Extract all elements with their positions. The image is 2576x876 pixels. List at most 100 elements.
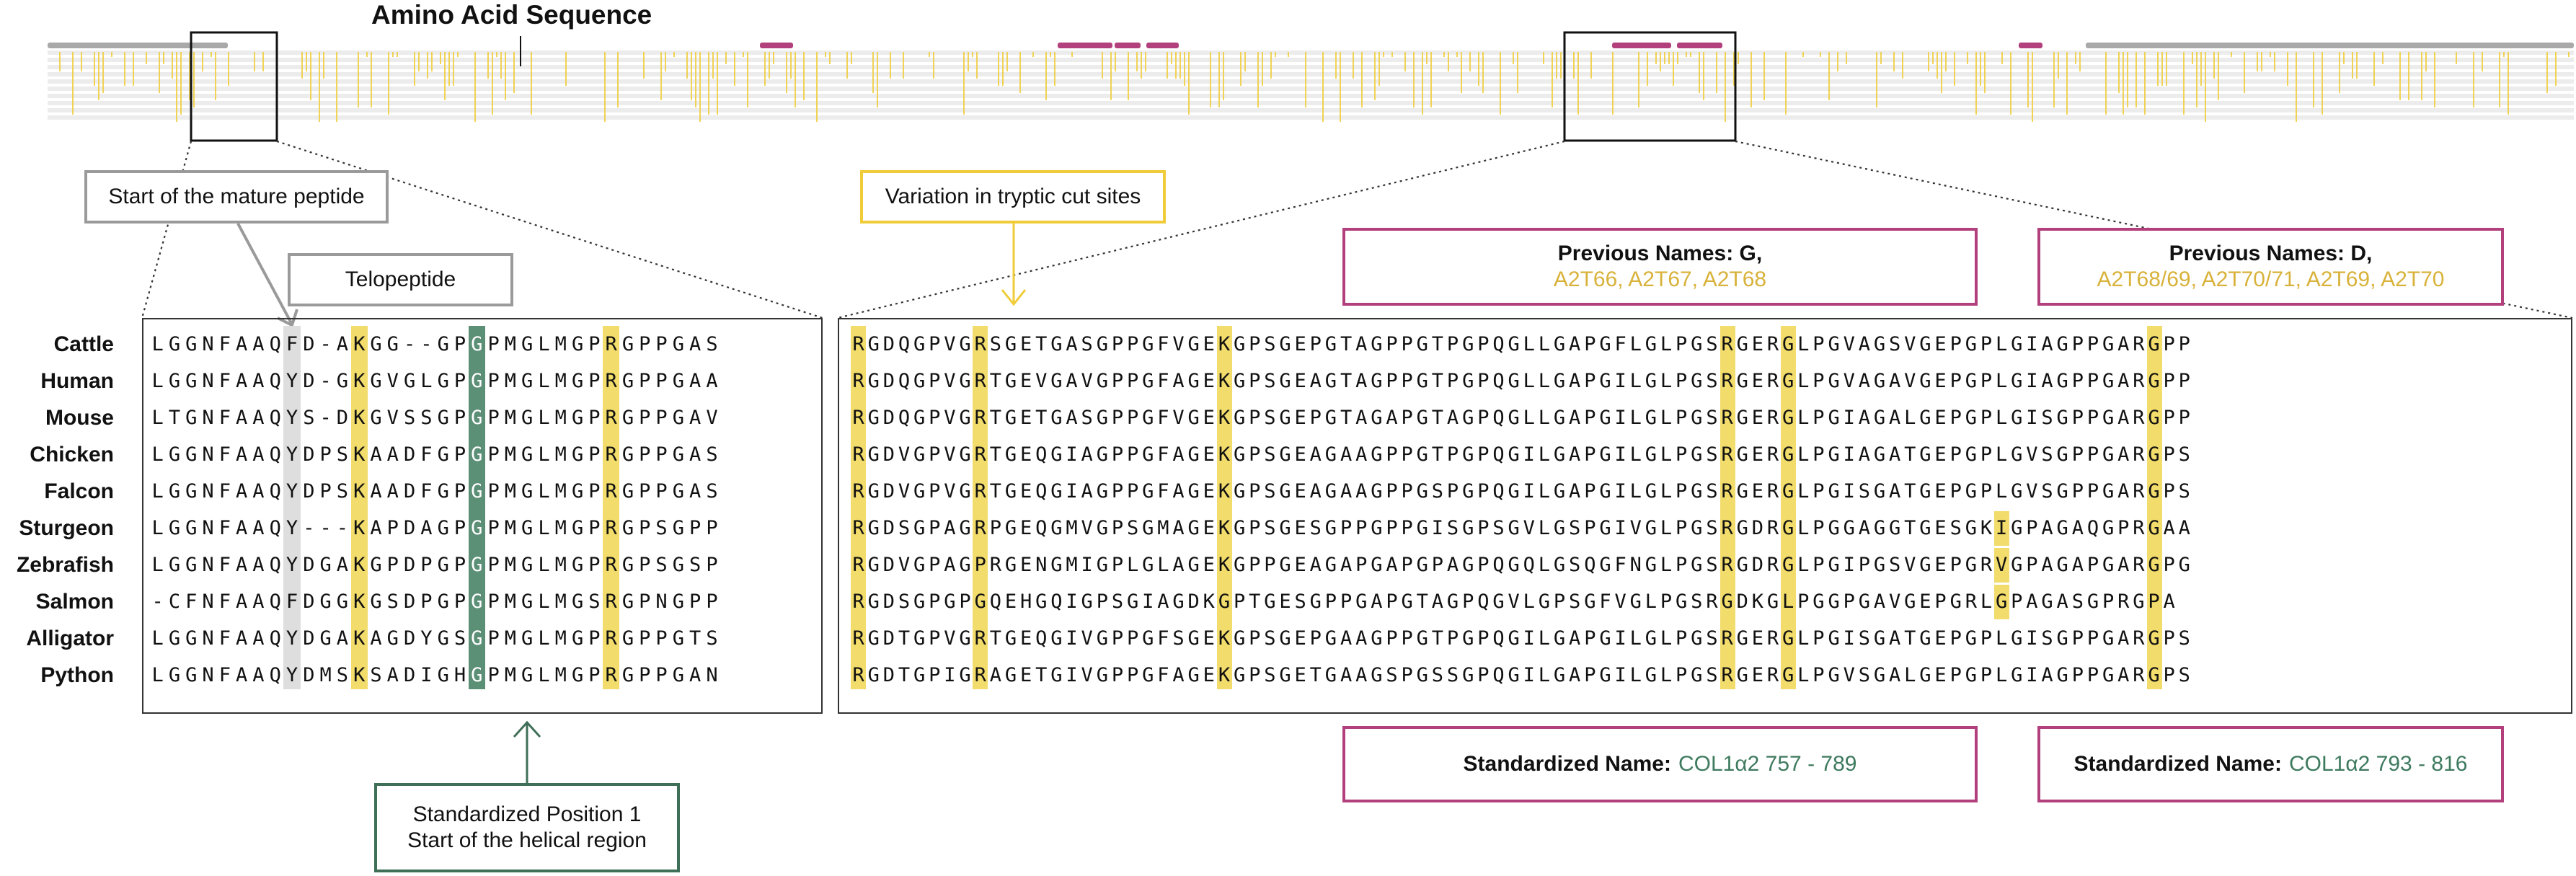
residue: A [1172,370,1185,392]
residue: I [1843,554,1855,576]
conserved-column-highlight [851,326,867,689]
residue: I [1142,590,1154,613]
residue: E [1004,590,1017,613]
residue: G [1218,590,1231,613]
residue: V [1843,333,1855,355]
residue: L [1904,407,1916,429]
residue: A [944,554,956,576]
residue: P [1813,517,1825,539]
residue: A [689,480,701,503]
residue: G [2011,443,2023,466]
residue: V [944,443,956,466]
overview-variation-tick [306,52,307,71]
residue: F [218,370,231,392]
overview-variation-tick [1353,52,1354,79]
overview-variation-tick [500,52,502,79]
residue: P [1980,443,1993,466]
residue: G [913,627,926,650]
residue: G [2056,443,2068,466]
residue: - [420,333,433,355]
overview-variation-tick [825,52,826,57]
residue: G [437,370,449,392]
residue: G [1553,407,1566,429]
residue: P [588,480,601,503]
residue: G [1004,443,1017,466]
residue: R [2133,480,2145,503]
residue: D [336,407,349,429]
residue: P [2086,407,2099,429]
residue: L [1629,407,1642,429]
residue: D [403,664,416,686]
residue: E [1019,407,1032,429]
residue: A [2117,664,2130,686]
residue: G [1279,480,1291,503]
overview-variation-tick [215,52,216,100]
residue: A [2117,480,2130,503]
residue: P [1340,517,1353,539]
residue: L [1995,664,2008,686]
residue: V [898,480,911,503]
residue: P [1949,407,1962,429]
residue: P [1813,627,1825,650]
residue: G [944,590,956,613]
residue: G [1553,554,1566,576]
overview-variation-tick [2161,52,2163,86]
residue: G [571,664,584,686]
residue: G [185,407,198,429]
residue: G [1050,627,1063,650]
overview-variation-tick [2123,52,2124,115]
residue: D [882,480,895,503]
residue: S [706,443,718,466]
residue: P [1477,333,1490,355]
residue: V [1081,664,1093,686]
residue: P [588,627,601,650]
overview-variation-tick [1703,52,1704,100]
residue: G [1782,333,1794,355]
overview-variation-tick [695,52,696,107]
residue: V [2026,443,2038,466]
residue: I [1614,480,1626,503]
residue: P [1431,554,1444,576]
residue: T [1340,333,1353,355]
residue: P [1949,480,1962,503]
residue: P [1386,590,1398,613]
residue: T [1904,517,1916,539]
residue: G [959,480,971,503]
species-label: Falcon [44,479,114,503]
left-alignment-panel [142,318,823,714]
residue: A [1569,370,1581,392]
residue: K [1218,517,1231,539]
residue: G [1919,333,1931,355]
residue: G [1096,517,1108,539]
residue: A [236,627,248,650]
overview-variation-tick [111,52,112,57]
overview-variation-tick [2218,52,2219,100]
residue: - [319,517,332,539]
overview-variation-tick [691,52,692,100]
overview-variation-tick [102,52,104,93]
residue: A [1858,517,1870,539]
residue: E [1203,370,1215,392]
residue: S [1706,407,1718,429]
overview-variation-tick [1941,52,1942,93]
residue: E [1751,480,1763,503]
residue: D [303,590,315,613]
residue: G [1538,590,1551,613]
residue: G [913,333,926,355]
overview-variation-tick [872,52,874,93]
overview-variation-tick [1141,52,1142,79]
overview-variation-tick [427,52,428,79]
residue: I [1523,627,1535,650]
overview-pink-bar [2019,43,2042,48]
residue: G [2102,664,2115,686]
residue: L [1797,480,1810,503]
residue: P [1477,664,1490,686]
residue: A [236,517,248,539]
residue: P [1355,517,1368,539]
residue: A [2041,517,2053,539]
residue: A [1386,554,1398,576]
residue: P [1233,590,1246,613]
residue: A [336,627,349,650]
